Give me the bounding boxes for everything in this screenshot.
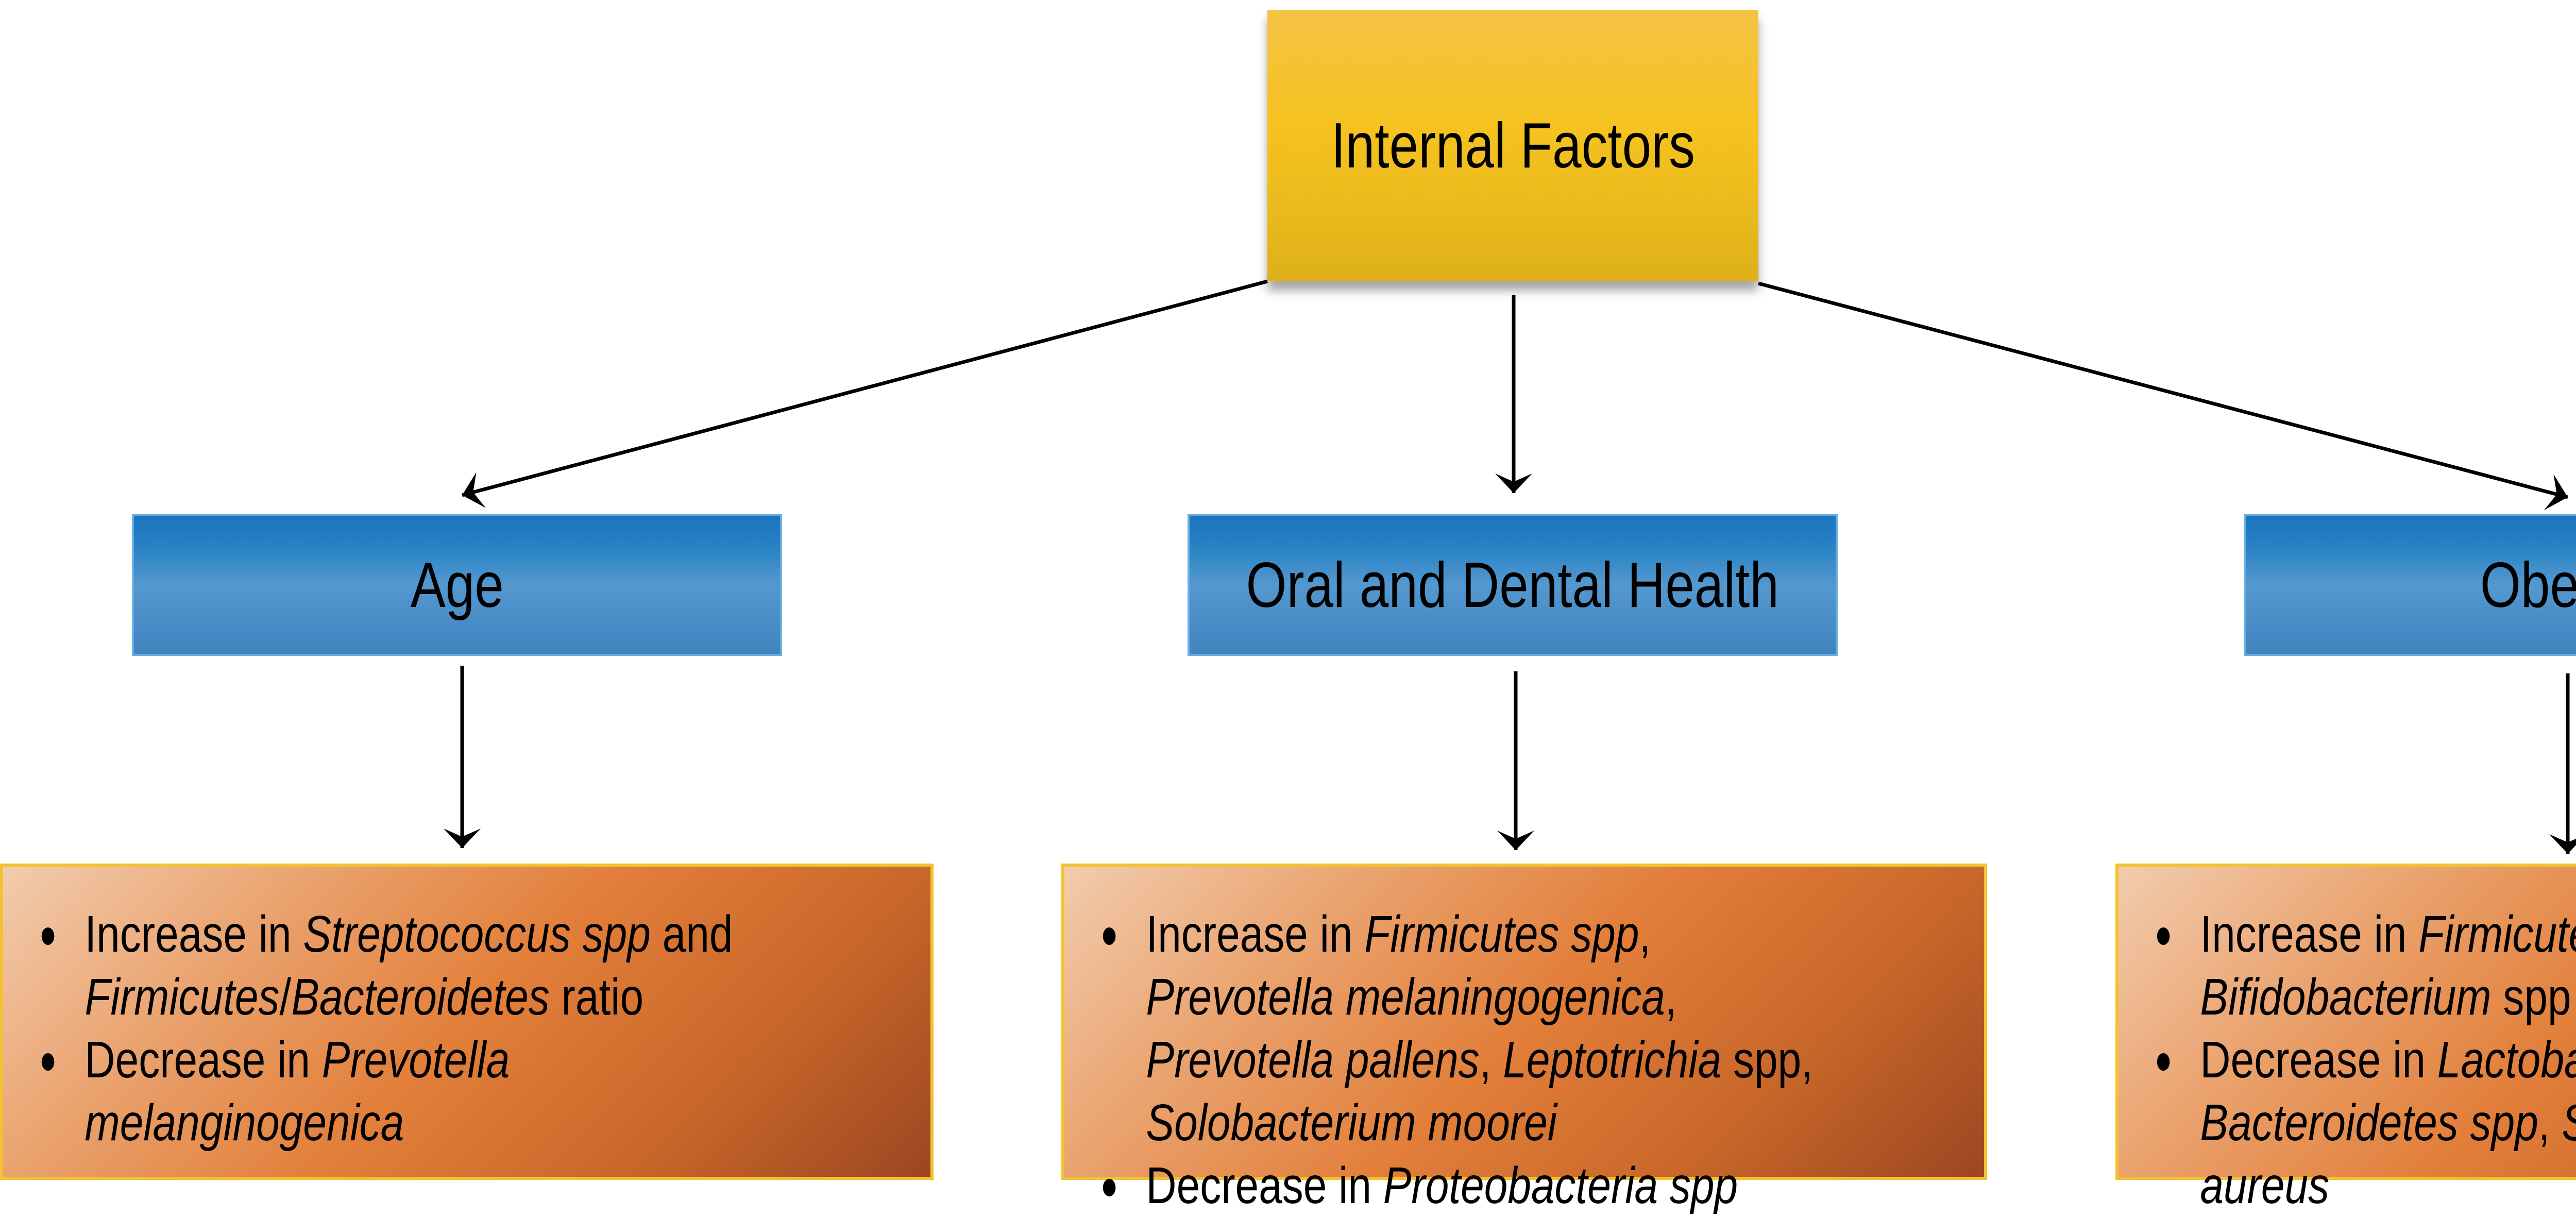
details-list: Increase in Firmicutes spp, Prevotella m… [1095, 903, 1842, 1217]
details-list: Increase in Streptococcus spp and Firmic… [34, 903, 771, 1154]
category-node-obesity: Obesity [2244, 514, 2576, 656]
category-label: Oral and Dental Health [1246, 549, 1780, 621]
arrowhead-icon [462, 472, 486, 509]
taxon-name: Prevotella melaningogenica [1146, 968, 1665, 1026]
root-label: Internal Factors [1331, 110, 1695, 181]
taxon-name: Proteobacteria spp [1383, 1157, 1738, 1214]
root-node-internal-factors: Internal Factors [1267, 10, 1758, 281]
detail-text: ratio [549, 968, 644, 1026]
details-list: Increase in Firmicutes spp, Bifidobacter… [2149, 903, 2576, 1217]
taxon-name: Prevotella melanginogenica [84, 1031, 510, 1152]
arrowhead-icon [444, 829, 481, 848]
category-node-oral-dental-health: Oral and Dental Health [1188, 514, 1838, 656]
arrowhead-icon [2544, 474, 2568, 511]
detail-text: , [1665, 968, 1677, 1026]
detail-text: / [279, 968, 292, 1026]
detail-item: Increase in Streptococcus spp and Firmic… [34, 903, 771, 1028]
category-node-age: Age [132, 514, 782, 656]
taxon-name: Firmicutes spp [1364, 905, 1639, 963]
category-label: Obesity [2480, 549, 2576, 621]
category-label: Age [410, 549, 504, 621]
arrowhead-icon [2549, 834, 2576, 854]
detail-item: Decrease in Proteobacteria spp [1095, 1154, 1842, 1217]
connector-arrows [444, 279, 2576, 854]
detail-text: , [1639, 905, 1651, 963]
taxon-name: Bacteroidetes spp [2200, 1094, 2538, 1152]
details-box-age: Increase in Streptococcus spp and Firmic… [0, 864, 934, 1180]
taxon-name: Leptotrichia [1503, 1031, 1722, 1089]
taxon-name: Streptococcus spp [303, 905, 651, 963]
detail-text: spp, [1721, 1031, 1813, 1089]
arrowhead-icon [1497, 831, 1534, 850]
detail-text: Decrease in [84, 1031, 322, 1089]
detail-text: spp [2491, 968, 2571, 1026]
details-box-oral-dental-health: Increase in Firmicutes spp, Prevotella m… [1061, 864, 1987, 1214]
detail-item: Decrease in Lactobacillus spp, Bacteroid… [2149, 1028, 2576, 1217]
detail-text: and [650, 905, 733, 963]
detail-item: Increase in Firmicutes spp, Prevotella m… [1095, 903, 1842, 1154]
detail-text: Increase in [2200, 905, 2419, 963]
taxon-name: Firmicutes [84, 968, 280, 1026]
detail-text: Decrease in [2200, 1031, 2437, 1089]
taxon-name: Prevotella pallens [1146, 1031, 1480, 1089]
arrowhead-icon [1495, 474, 1532, 493]
detail-text: Increase in [84, 905, 303, 963]
detail-text: Decrease in [1146, 1157, 1383, 1214]
taxon-name: Firmicutes spp [2418, 905, 2576, 963]
details-box-obesity: Increase in Firmicutes spp, Bifidobacter… [2115, 864, 2576, 1214]
taxon-name: Bifidobacterium [2200, 968, 2492, 1026]
arrow-root-to-obesity [1758, 281, 2568, 499]
detail-item: Decrease in Prevotella melanginogenica [34, 1028, 771, 1154]
taxon-name: Lactobacillus spp [2437, 1031, 2576, 1089]
taxon-name: Bacteroidetes [291, 968, 550, 1026]
detail-item: Increase in Firmicutes spp, Bifidobacter… [2149, 903, 2576, 1028]
detail-text: Increase in [1146, 905, 1365, 963]
arrow-root-to-age [462, 279, 1268, 497]
taxon-name: Solobacterium moorei [1146, 1094, 1557, 1152]
detail-text: , [1479, 1031, 1503, 1089]
detail-text: , [2538, 1094, 2562, 1152]
